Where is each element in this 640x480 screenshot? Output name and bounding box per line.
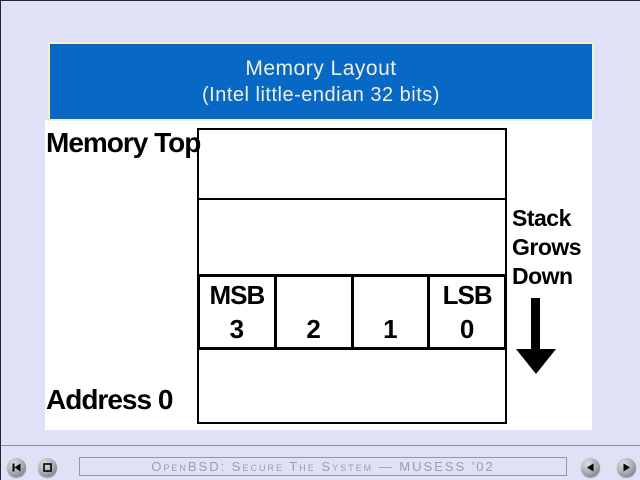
memory-top-label: Memory Top — [46, 127, 201, 158]
byte-index-2: 2 — [306, 314, 321, 344]
previous-icon — [585, 462, 596, 473]
control-bar-divider — [1, 445, 640, 446]
next-slide-button[interactable] — [617, 458, 636, 477]
stop-icon — [42, 462, 53, 473]
byte-row: MSB 3 2 1 LSB 0 — [197, 274, 507, 350]
byte-tag-lsb: LSB — [442, 280, 493, 310]
memory-row-divider — [197, 198, 507, 200]
byte-index-1: 1 — [383, 314, 398, 344]
byte-cell-2: 2 — [277, 277, 354, 347]
byte-index-0: 0 — [459, 314, 475, 344]
slide-title: Memory Layout — [245, 56, 397, 80]
stack-grows-down-label: Stack Grows Down — [512, 205, 582, 289]
slide-title-bar: Memory Layout (Intel little-endian 32 bi… — [48, 42, 594, 121]
byte-cell-3: MSB 3 — [200, 277, 277, 347]
skip-to-start-icon — [11, 462, 22, 473]
byte-index-3: 3 — [229, 314, 245, 344]
status-bar: OpenBSD: Secure The System — MUSESS '02 — [79, 457, 567, 476]
slide-subtitle: (Intel little-endian 32 bits) — [202, 83, 440, 106]
next-icon — [621, 462, 632, 473]
stop-button[interactable] — [38, 458, 57, 477]
address-zero-label: Address 0 — [46, 384, 173, 415]
first-slide-button[interactable] — [7, 458, 26, 477]
byte-cell-1: 1 — [354, 277, 431, 347]
previous-slide-button[interactable] — [581, 458, 600, 477]
down-arrow-icon — [516, 349, 556, 374]
status-text: OpenBSD: Secure The System — MUSESS '02 — [151, 459, 495, 474]
byte-cell-0: LSB 0 — [430, 277, 504, 347]
down-arrow-shaft — [531, 298, 540, 351]
byte-tag-msb: MSB — [209, 280, 265, 310]
